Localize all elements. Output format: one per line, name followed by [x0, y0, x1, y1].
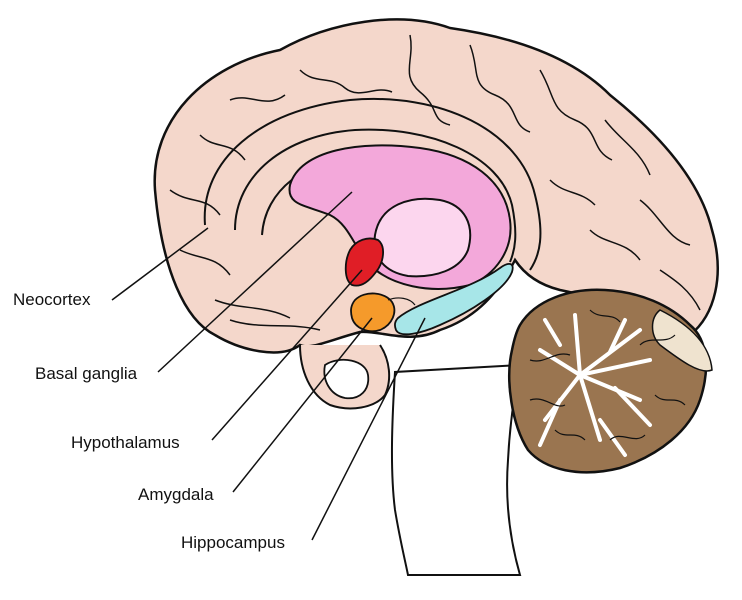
cingulate-gyrus: [203, 98, 542, 271]
label-basal-ganglia: Basal ganglia: [35, 364, 138, 383]
corpus-callosum: [234, 128, 517, 263]
hippocampus-leader: [311, 317, 426, 541]
label-hippocampus: Hippocampus: [181, 533, 285, 552]
label-neocortex: Neocortex: [13, 290, 91, 309]
hypothalamus-leader: [211, 269, 363, 441]
neocortex-leader: [111, 227, 209, 301]
amygdala-detail: [387, 297, 416, 306]
basal-ganglia-leader: [157, 191, 353, 373]
cerebellum: [508, 288, 713, 474]
temporal-inner: [323, 358, 370, 400]
hippocampus: [394, 263, 514, 336]
hypothalamus: [344, 237, 384, 287]
label-amygdala: Amygdala: [138, 485, 214, 504]
thalamus: [373, 197, 472, 278]
leader-lines: [111, 191, 426, 541]
amygdala-leader: [232, 317, 373, 493]
label-hypothalamus: Hypothalamus: [71, 433, 180, 452]
amygdala: [350, 292, 396, 333]
brainstem: [390, 363, 522, 576]
